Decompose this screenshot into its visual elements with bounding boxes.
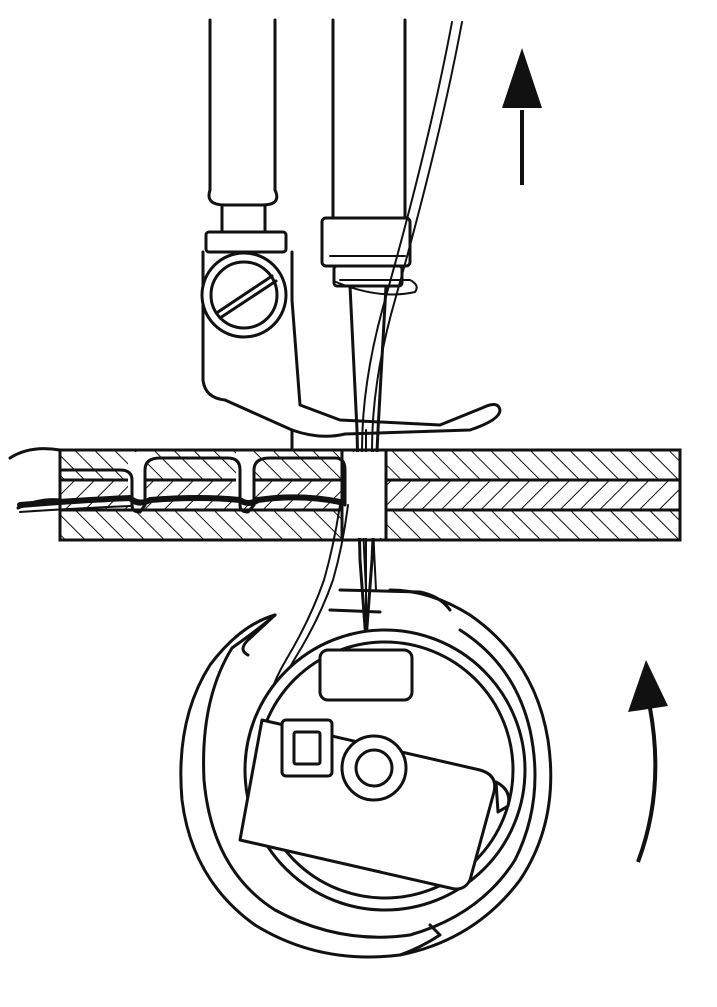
stitch-line (17, 456, 347, 514)
hook-rotation-arrow (628, 660, 668, 863)
presser-bar (204, 18, 288, 254)
presser-foot (201, 250, 502, 450)
needle-direction-arrow (502, 48, 542, 185)
rotary-hook (179, 588, 553, 959)
hook-point (328, 588, 452, 614)
set-screw-icon (200, 251, 288, 339)
fabric-layers (8, 447, 682, 542)
needle-bar (320, 18, 412, 288)
bobbin-case (238, 628, 527, 912)
